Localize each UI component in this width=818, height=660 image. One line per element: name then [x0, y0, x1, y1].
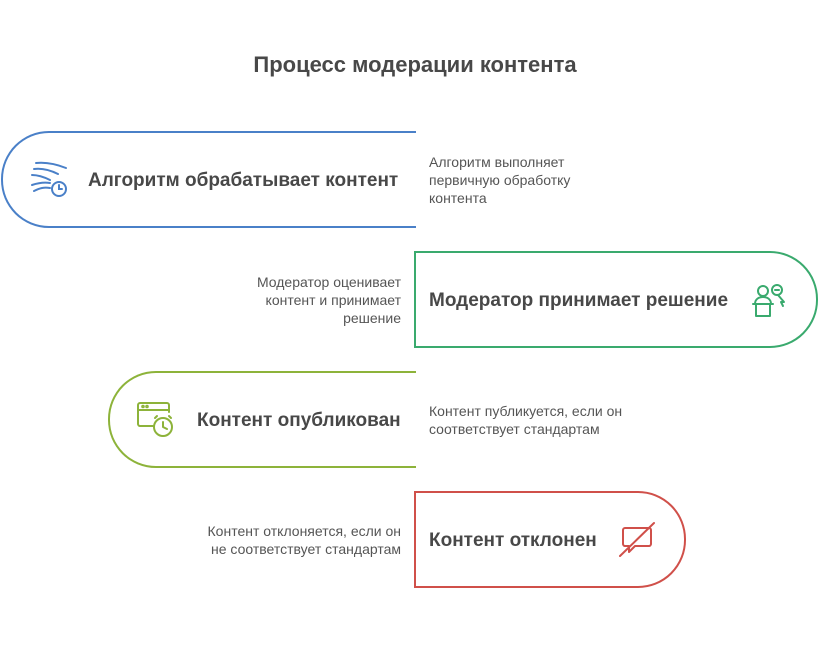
step-label: Контент отклонен	[429, 530, 597, 551]
step-description: Контент публикуется, если он соответству…	[429, 403, 623, 437]
diagram-title: Процесс модерации контента	[253, 52, 577, 77]
algorithm-process-icon	[28, 160, 70, 200]
step-description: Контент отклоняется, если он не соответс…	[207, 523, 401, 557]
browser-clock-icon	[137, 400, 179, 440]
step-moderator	[414, 251, 818, 348]
step-description: Модератор оценивает контент и принимает …	[256, 274, 401, 326]
step-algorithm	[1, 131, 416, 228]
step-description: Алгоритм выполняет первичную обработку к…	[429, 154, 571, 206]
step-label: Алгоритм обрабатывает контент	[88, 170, 399, 191]
step-rejected	[414, 491, 686, 588]
step-label: Модератор принимает решение	[429, 290, 729, 311]
step-label: Контент опубликован	[197, 410, 401, 431]
message-blocked-icon	[617, 520, 657, 560]
moderator-icon	[748, 282, 790, 320]
